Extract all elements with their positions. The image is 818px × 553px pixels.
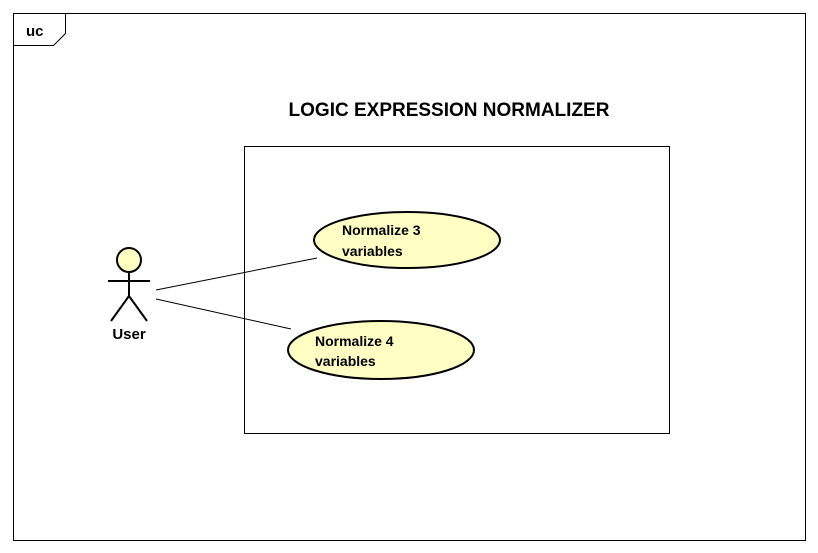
frame-tab-label: uc bbox=[26, 23, 44, 40]
use-case-ellipse bbox=[287, 320, 475, 380]
actor-label: User bbox=[112, 326, 146, 343]
use-case-normalize-3[interactable]: Normalize 3 variables bbox=[313, 211, 501, 269]
actor-left-leg bbox=[110, 295, 130, 322]
frame-tab bbox=[13, 13, 66, 46]
actor-head bbox=[116, 247, 142, 273]
actor-right-leg bbox=[128, 295, 148, 322]
use-case-label-line-2: variables bbox=[342, 243, 403, 259]
use-case-label-line-1: Normalize 3 bbox=[342, 222, 421, 238]
use-case-label-line-1: Normalize 4 bbox=[315, 333, 394, 349]
actor-user[interactable]: User bbox=[108, 247, 150, 343]
system-title: LOGIC EXPRESSION NORMALIZER bbox=[289, 100, 610, 121]
use-case-ellipse bbox=[313, 211, 501, 269]
association-line-usecase-1 bbox=[155, 257, 318, 291]
use-case-label-line-2: variables bbox=[315, 353, 376, 369]
use-case-normalize-4[interactable]: Normalize 4 variables bbox=[287, 320, 475, 380]
system-boundary bbox=[244, 146, 670, 434]
association-line-usecase-2 bbox=[155, 298, 292, 330]
